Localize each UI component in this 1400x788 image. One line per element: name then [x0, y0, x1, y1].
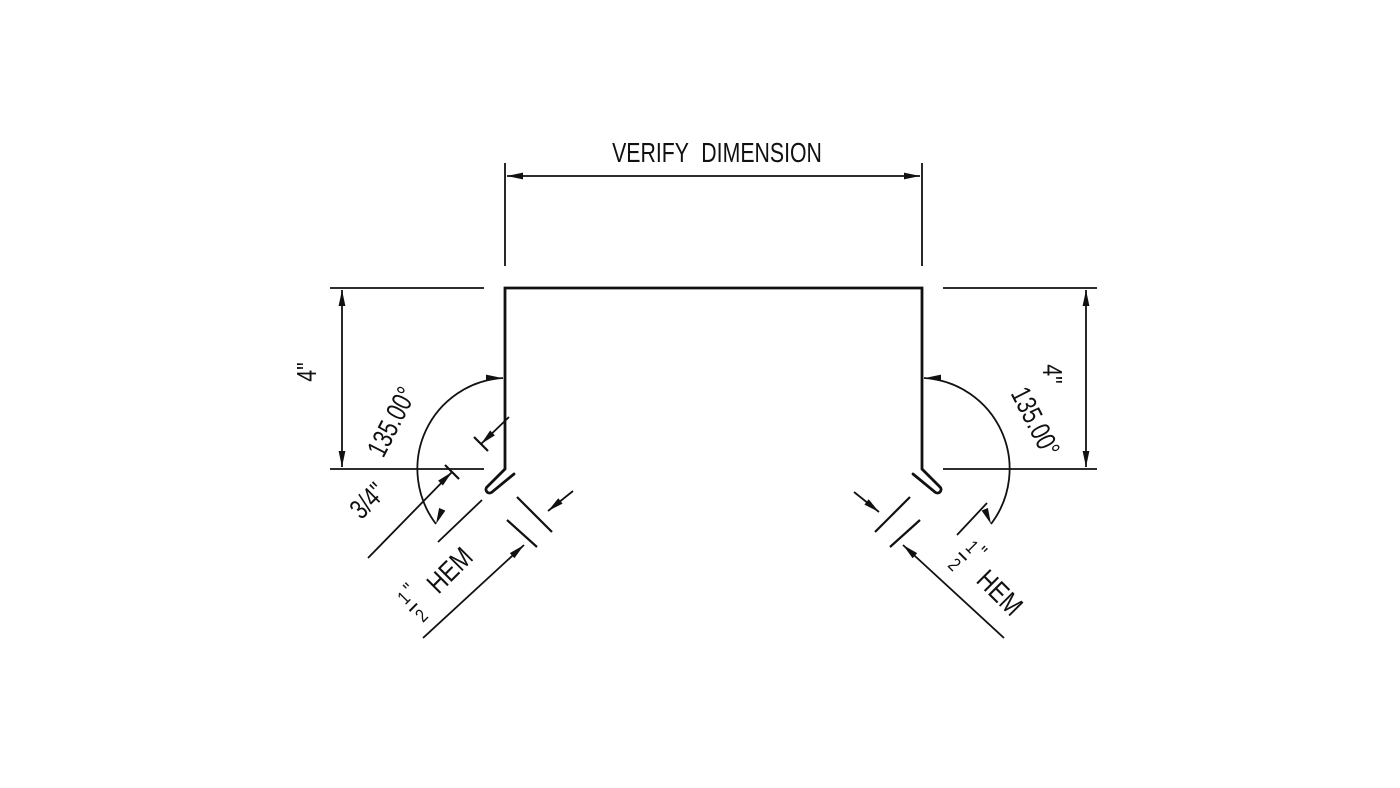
extension-tick	[506, 519, 538, 548]
dimension-leader	[422, 544, 525, 639]
verify-dimension-label: VERIFY DIMENSION	[612, 137, 822, 168]
arrowhead	[981, 507, 991, 524]
arrowhead	[338, 290, 346, 306]
extension-tick	[516, 496, 553, 533]
left-leg-dimension-label: 4"	[291, 362, 322, 382]
arrowhead	[507, 172, 523, 180]
arrowhead	[548, 498, 563, 511]
arrowheads	[338, 172, 1090, 559]
arrowhead	[1082, 451, 1090, 467]
arrowhead	[1082, 290, 1090, 306]
extension-tick	[874, 496, 911, 533]
arrowhead	[904, 172, 920, 180]
dimension-leader	[367, 471, 453, 559]
arrowhead	[436, 507, 446, 524]
arrowhead	[486, 374, 502, 382]
arrowhead	[438, 472, 452, 486]
profile-outline	[484, 286, 943, 495]
extension-line	[437, 499, 483, 543]
verify-dimension-group	[504, 163, 923, 266]
right-leg-dimension-label: 4"	[1037, 364, 1068, 384]
left-leg-dimension-group	[330, 287, 484, 470]
right-leg-dimension-group	[943, 287, 1097, 470]
arrowhead	[864, 499, 879, 512]
right-hem-dimension-group	[853, 491, 1005, 639]
extension-line	[956, 502, 988, 536]
arrowhead	[925, 374, 941, 382]
arrowhead	[338, 451, 346, 467]
right-angle-arc	[923, 377, 1011, 525]
extension-tick	[889, 519, 921, 548]
left-angle-arc	[416, 377, 504, 525]
arrowhead	[509, 545, 524, 559]
arrowhead	[481, 430, 495, 444]
left-hem-dimension-group	[422, 490, 574, 639]
dimension-leader	[902, 544, 1005, 639]
arrowhead	[903, 545, 918, 559]
